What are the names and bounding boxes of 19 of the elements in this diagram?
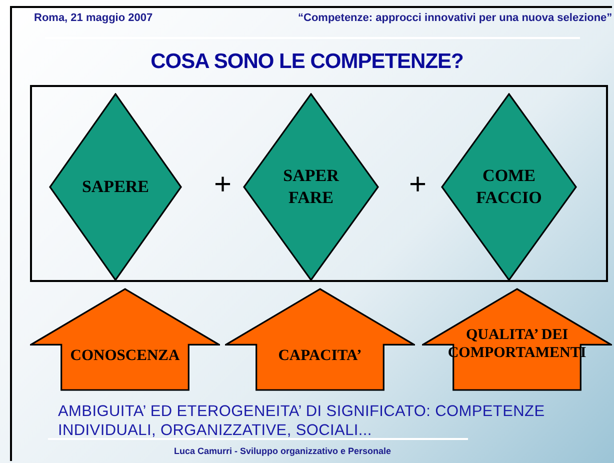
up-arrow-shape	[30, 288, 220, 391]
node-label: CAPACITA’	[277, 346, 363, 366]
footer-text: Luca Camurri - Sviluppo organizzativo e Personale	[174, 446, 392, 456]
diamond-shape	[441, 93, 577, 281]
diamond-shape	[49, 93, 182, 281]
plus-sign: +	[409, 170, 427, 200]
slide-title: COSA SONO LE COMPETENZE?	[150, 50, 464, 74]
node-label: CONOSCENZA	[69, 346, 181, 366]
node-label: SAPERE	[80, 176, 150, 198]
plus-sign: +	[214, 170, 232, 200]
header-subtitle: “Competenze: approcci innovativi per una nuova selezione”	[298, 12, 612, 24]
node-label: COME FACCIO	[475, 165, 543, 209]
diamond-shape	[243, 93, 379, 281]
up-arrow-shape	[225, 288, 415, 391]
up-arrow-shape	[422, 288, 612, 391]
note-text: AMBIGUITA’ ED ETEROGENEITA’ DI SIGNIFICATO: COMPETENZE INDIVIDUALI, ORGANIZZATIVE, SOCIALI...	[58, 402, 546, 440]
node-label: SAPER FARE	[282, 165, 340, 209]
header-date: Roma, 21 maggio 2007	[34, 12, 153, 24]
frame-box	[30, 85, 608, 282]
